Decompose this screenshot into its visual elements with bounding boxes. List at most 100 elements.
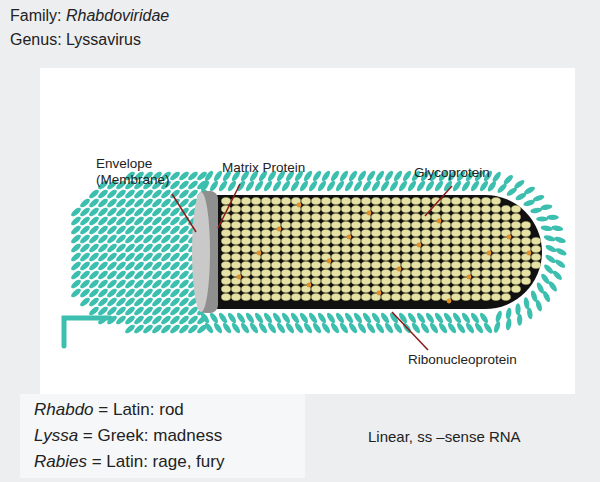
spike — [133, 296, 146, 308]
nucleoprotein — [291, 270, 300, 277]
polymerase-dot — [307, 283, 312, 288]
spike — [235, 312, 246, 325]
nucleoprotein — [401, 206, 410, 213]
nucleoprotein — [221, 222, 230, 229]
nucleoprotein — [471, 238, 480, 245]
spike — [106, 233, 119, 245]
nucleoprotein — [501, 262, 510, 269]
nucleoprotein — [391, 214, 400, 221]
spike — [151, 242, 164, 254]
nucleoprotein — [401, 222, 410, 229]
nucleoprotein — [361, 238, 370, 245]
nucleoprotein — [431, 286, 440, 293]
spike — [133, 323, 146, 335]
spike — [133, 188, 146, 200]
spike — [325, 180, 336, 193]
etymology-line: Lyssa = Greek: madness — [34, 426, 291, 446]
nucleoprotein — [451, 214, 460, 221]
spike — [70, 287, 83, 299]
spike — [460, 312, 471, 325]
spike — [406, 312, 417, 325]
nucleoprotein — [511, 214, 520, 221]
nucleoprotein — [521, 230, 530, 237]
nucleoprotein — [351, 230, 360, 237]
spike — [97, 260, 110, 272]
spike — [428, 322, 439, 335]
spike — [169, 170, 182, 182]
spike — [115, 197, 128, 209]
nucleoprotein — [441, 254, 450, 261]
spike — [97, 197, 110, 209]
nucleoprotein — [441, 206, 450, 213]
spike — [544, 244, 557, 254]
nucleoprotein — [281, 286, 290, 293]
nucleoprotein — [261, 270, 270, 277]
spike — [320, 322, 331, 335]
nucleoprotein — [431, 246, 440, 253]
spike — [97, 242, 110, 254]
spike — [532, 194, 545, 203]
spike — [115, 206, 128, 218]
nucleoprotein — [291, 222, 300, 229]
spike — [97, 233, 110, 245]
nucleoprotein — [371, 238, 380, 245]
spike — [478, 312, 489, 325]
spike — [338, 170, 349, 183]
nucleoprotein — [441, 238, 450, 245]
nucleoprotein — [231, 294, 240, 301]
spike — [347, 322, 358, 335]
nucleoprotein — [271, 254, 280, 261]
nucleoprotein — [241, 294, 250, 301]
spike — [523, 185, 536, 195]
nucleoprotein — [321, 238, 330, 245]
spike — [151, 260, 164, 272]
spike — [124, 251, 137, 263]
nucleoprotein — [221, 254, 230, 261]
nucleoprotein — [261, 222, 270, 229]
nucleoprotein — [491, 222, 500, 229]
nucleoprotein — [331, 286, 340, 293]
spike — [551, 225, 564, 232]
nucleoprotein — [471, 254, 480, 261]
nucleoprotein — [231, 222, 240, 229]
nucleoprotein — [251, 222, 260, 229]
nucleoprotein — [481, 270, 490, 277]
spike — [106, 287, 119, 299]
nucleoprotein — [381, 246, 390, 253]
spike — [370, 180, 381, 193]
nucleoprotein — [221, 262, 230, 269]
nucleoprotein — [391, 238, 400, 245]
nucleoprotein — [461, 294, 470, 301]
nucleoprotein — [351, 222, 360, 229]
nucleoprotein — [301, 198, 310, 205]
nucleoprotein — [231, 286, 240, 293]
spike — [79, 260, 92, 272]
nucleoprotein — [331, 214, 340, 221]
nucleoprotein — [361, 198, 370, 205]
nucleoprotein — [251, 278, 260, 285]
nucleoprotein — [261, 214, 270, 221]
nucleoprotein — [241, 198, 250, 205]
spike — [115, 278, 128, 290]
nucleoprotein — [441, 262, 450, 269]
spike — [415, 312, 426, 325]
nucleoprotein — [461, 230, 470, 237]
nucleoprotein — [221, 270, 230, 277]
polymerase-dot — [237, 275, 242, 280]
spike — [370, 312, 381, 325]
spike — [460, 180, 471, 193]
spike — [97, 206, 110, 218]
nucleoprotein — [291, 238, 300, 245]
polymerase-dot — [447, 299, 452, 304]
nucleoprotein — [341, 262, 350, 269]
nucleoprotein — [371, 206, 380, 213]
spike — [253, 312, 264, 325]
spike — [70, 260, 83, 272]
nucleoprotein — [371, 254, 380, 261]
nucleoprotein — [441, 222, 450, 229]
nucleoprotein — [361, 286, 370, 293]
nucleoprotein — [331, 246, 340, 253]
spike — [97, 188, 110, 200]
spike — [106, 242, 119, 254]
nucleoprotein — [341, 286, 350, 293]
